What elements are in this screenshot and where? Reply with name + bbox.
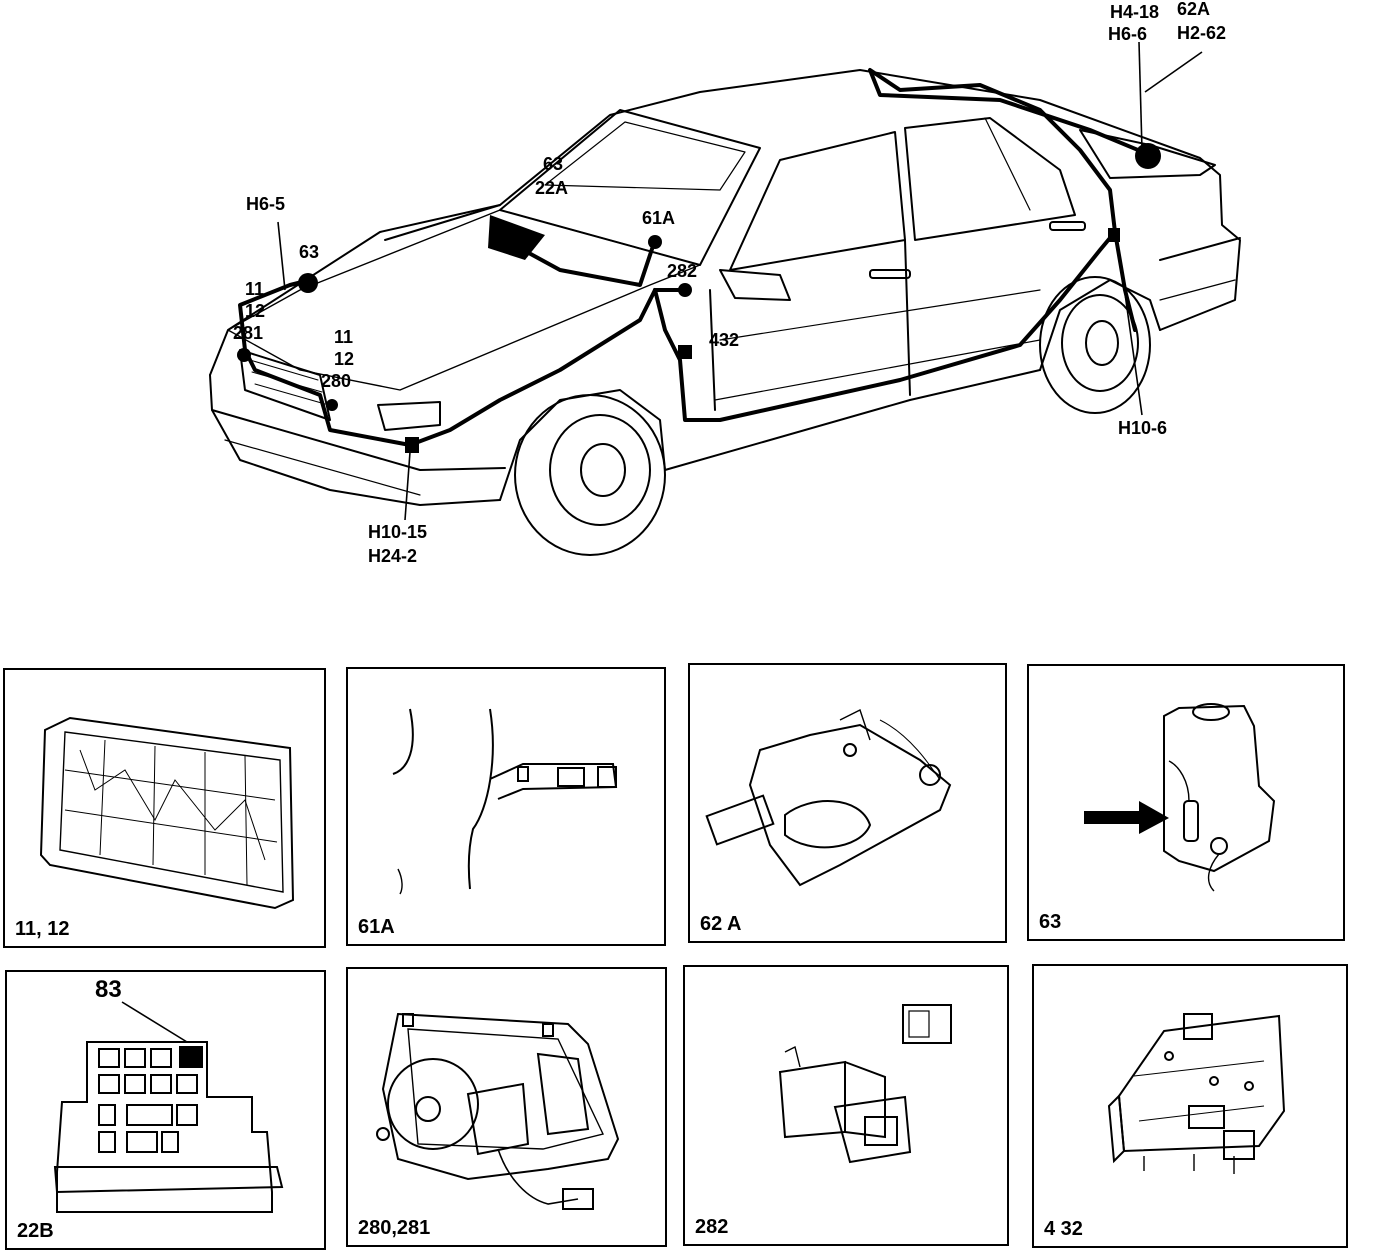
callout-12-mid: 12 — [334, 349, 355, 369]
rear-wheel — [1039, 276, 1151, 414]
right-headlight — [377, 401, 441, 431]
headlight-drawing — [39, 716, 295, 910]
front-side-window — [729, 131, 906, 271]
grille — [239, 349, 331, 421]
callout-11-mid: 11 — [334, 327, 354, 347]
callout-h2-62: H2-62 — [1177, 23, 1227, 43]
control-unit-drawing — [1107, 1013, 1286, 1174]
callout-22a: 22A — [535, 178, 569, 198]
wiring-harness — [238, 68, 1152, 447]
panel-wiper-motor: 62 A — [688, 663, 1007, 943]
panel-headlight: 11, 12 — [3, 668, 326, 948]
panel-control-unit: 4 32 — [1032, 964, 1348, 1248]
callout-h6-5: H6-5 — [246, 194, 286, 214]
front-bumper — [211, 409, 506, 471]
callout-281: 281 — [233, 323, 264, 343]
panel-label-432: 4 32 — [1044, 1218, 1083, 1240]
callout-h24-2: H24-2 — [368, 546, 418, 566]
callout-h4-18: H4-18 — [1110, 2, 1160, 22]
panel-label-62a: 62 A — [700, 913, 742, 935]
rocker-switch-drawing — [778, 1004, 952, 1164]
panel-label-63: 63 — [1039, 911, 1062, 933]
control-unit-22a — [488, 215, 545, 260]
callout-282: 282 — [667, 261, 698, 281]
callout-83: 83 — [95, 976, 122, 1003]
callout-280: 280 — [321, 371, 352, 391]
callout-62a: 62A — [1177, 0, 1211, 19]
callout-12-left: 12 — [245, 301, 266, 321]
panel-relay-box: 83 22B — [5, 970, 326, 1250]
car-body-outline — [384, 69, 1241, 331]
callout-h6-6: H6-6 — [1108, 24, 1148, 44]
callout-61a: 61A — [642, 208, 676, 228]
headlight-assembly-drawing — [376, 1012, 620, 1210]
panel-label-280-281: 280,281 — [358, 1217, 431, 1239]
callout-11-left: 11 — [245, 279, 265, 299]
panel-label-22b: 22B — [17, 1220, 54, 1242]
front-wheel — [514, 394, 666, 556]
side-mirror — [719, 269, 791, 301]
callout-63-top: 63 — [543, 154, 564, 174]
panel-washer-reservoir: 63 — [1027, 664, 1345, 941]
callout-63-left: 63 — [299, 242, 320, 262]
panel-headlight-assembly: 280,281 — [346, 967, 667, 1247]
car-wiring-illustration — [209, 41, 1241, 556]
panel-rocker-switch: 282 — [683, 965, 1009, 1246]
panel-label-282: 282 — [695, 1216, 729, 1238]
callout-h10-6: H10-6 — [1118, 418, 1168, 438]
wiper-motor-drawing — [705, 709, 952, 887]
hood — [227, 209, 701, 391]
relay-box-drawing — [53, 1001, 284, 1213]
panel-stalk-switch: 61A — [346, 667, 666, 946]
stalk-switch-drawing — [392, 708, 618, 895]
rear-side-window — [904, 117, 1076, 241]
callout-432: 432 — [709, 330, 740, 350]
panel-label-61a: 61A — [358, 916, 395, 938]
panel-label-11-12: 11, 12 — [15, 918, 70, 940]
callout-h10-15: H10-15 — [368, 522, 428, 542]
washer-reservoir-drawing — [1084, 703, 1276, 892]
